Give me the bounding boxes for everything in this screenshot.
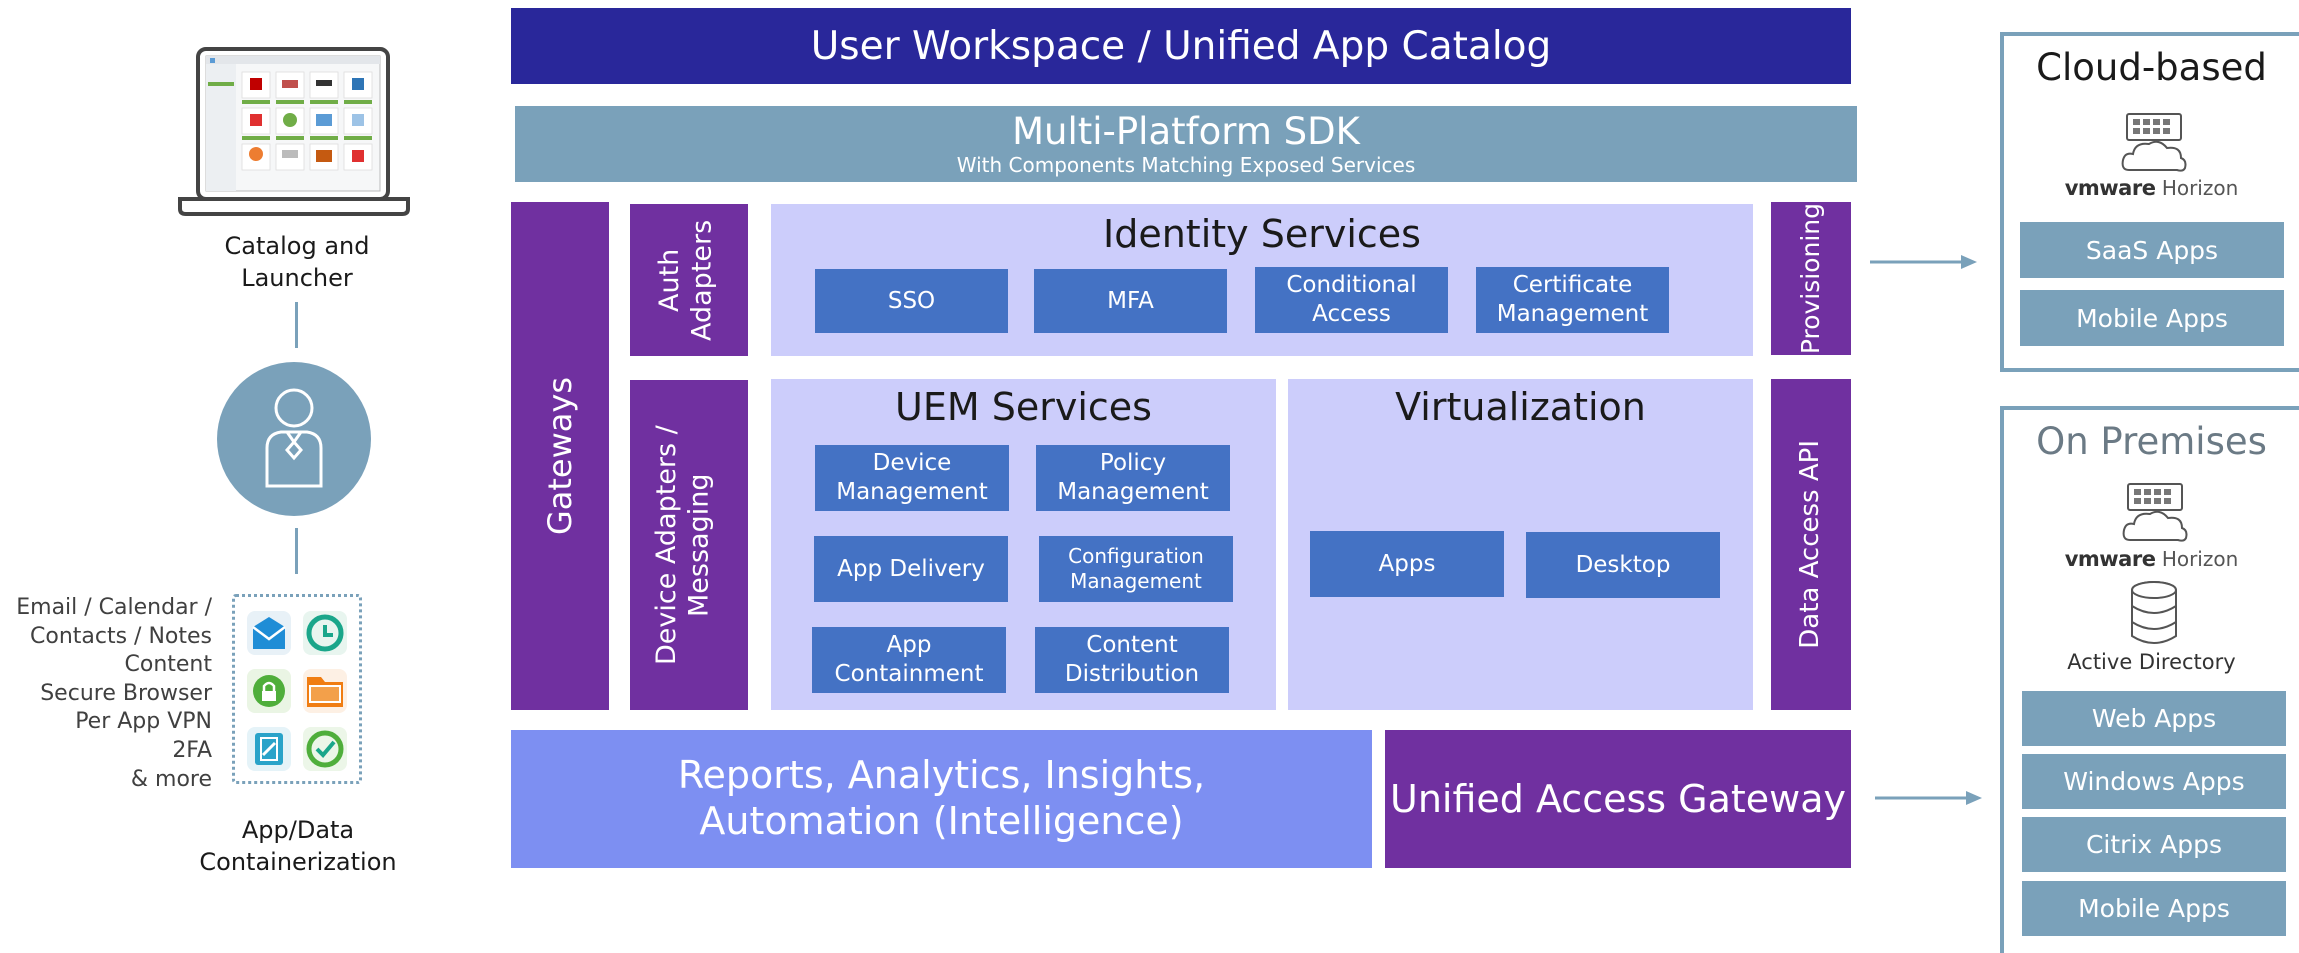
laptop-icon	[178, 47, 410, 216]
identity-services-title: Identity Services	[1103, 212, 1421, 256]
web-apps-label: Web Apps	[2091, 704, 2217, 733]
gateway-arrow-icon	[1875, 791, 1982, 805]
gateways-label: Gateways	[540, 376, 579, 536]
certificate-management-label: Certificate Management	[1496, 272, 1649, 327]
feature-item: Per App VPN	[75, 709, 212, 735]
cloud-mobile-apps-box: Mobile Apps	[2020, 290, 2284, 346]
saas-apps-label: SaaS Apps	[2085, 235, 2219, 265]
feature-item: & more	[130, 766, 212, 792]
workspace-label: User Workspace / Unified App Catalog	[810, 23, 1552, 69]
mfa-box: MFA	[1034, 269, 1227, 333]
virtualization-title: Virtualization	[1395, 385, 1646, 429]
device-management-label: Device Management	[836, 450, 988, 505]
reports-analytics-banner: Reports, Analytics, Insights, Automation…	[511, 730, 1372, 868]
sdk-banner: Multi-Platform SDK With Components Match…	[515, 106, 1857, 182]
sso-box: SSO	[815, 269, 1008, 333]
onprem-vmware-horizon-logo: vmware Horizon	[2004, 547, 2299, 571]
app-delivery-label: App Delivery	[837, 555, 985, 582]
cloud-based-box: Cloud-based vmware Horizon SaaS Apps Mob…	[2000, 32, 2299, 372]
device-management-box: Device Management	[815, 445, 1009, 511]
certificate-management-box: Certificate Management	[1476, 267, 1669, 333]
mfa-label: MFA	[1107, 287, 1154, 314]
cloud-horizon-wordmark: Horizon	[2161, 176, 2239, 200]
on-premises-title: On Premises	[2036, 420, 2267, 463]
gateways-block: Gateways	[511, 202, 609, 710]
connector-line-bottom	[295, 528, 298, 574]
feature-item: Email / Calendar /	[16, 595, 212, 620]
onprem-mobile-apps-box: Mobile Apps	[2022, 881, 2286, 936]
configuration-management-box: Configuration Management	[1039, 536, 1233, 602]
web-apps-box: Web Apps	[2022, 691, 2286, 746]
onprem-vmware-wordmark: vmware	[2064, 547, 2156, 571]
onprem-horizon-wordmark: Horizon	[2161, 547, 2239, 571]
container-apps-box	[232, 594, 362, 784]
feature-item: 2FA	[172, 737, 212, 763]
database-icon	[2131, 581, 2177, 644]
conditional-access-label: Conditional Access	[1286, 272, 1417, 327]
container-features-list: Email / Calendar / Contacts / Notes Cont…	[0, 594, 212, 794]
provisioning-arrow-icon	[1870, 255, 1977, 269]
uem-services-title: UEM Services	[895, 385, 1152, 429]
containerization-label: App/Data Containerization	[199, 816, 397, 876]
content-distribution-box: Content Distribution	[1035, 627, 1229, 693]
citrix-apps-label: Citrix Apps	[2085, 830, 2223, 859]
virtual-desktop-label: Desktop	[1575, 551, 1671, 578]
configuration-management-label: Configuration Management	[1068, 544, 1204, 593]
feature-item: Content	[124, 652, 213, 678]
auth-adapters-label: Auth Adapters	[654, 219, 718, 341]
on-premises-box: On Premises vmware Horizon Active Direct…	[2000, 406, 2299, 953]
virtual-apps-label: Apps	[1378, 550, 1436, 577]
data-access-api-label: Data Access API	[1795, 440, 1826, 649]
connector-line-top	[295, 302, 298, 348]
device-adapters-block: Device Adapters / Messaging	[630, 380, 748, 710]
feature-item: Contacts / Notes	[30, 623, 212, 649]
virtual-apps-box: Apps	[1310, 531, 1504, 597]
app-containment-box: App Containment	[812, 627, 1006, 693]
reports-analytics-label: Reports, Analytics, Insights, Automation…	[677, 753, 1206, 843]
feature-item: Secure Browser	[40, 680, 212, 706]
cloud-server-icon	[2121, 113, 2187, 172]
windows-apps-box: Windows Apps	[2022, 754, 2286, 809]
cloud-vmware-wordmark: vmware	[2064, 176, 2156, 200]
policy-management-box: Policy Management	[1036, 445, 1230, 511]
user-avatar-icon	[217, 362, 371, 516]
sso-label: SSO	[887, 287, 936, 314]
auth-adapters-block: Auth Adapters	[630, 204, 748, 356]
uem-services-panel: UEM Services Device Management Policy Ma…	[771, 379, 1276, 710]
app-delivery-box: App Delivery	[814, 536, 1008, 602]
windows-apps-label: Windows Apps	[2063, 767, 2245, 796]
device-adapters-label: Device Adapters / Messaging	[651, 425, 715, 665]
saas-apps-box: SaaS Apps	[2020, 222, 2284, 278]
provisioning-label: Provisioning	[1796, 202, 1825, 355]
onprem-mobile-apps-label: Mobile Apps	[2078, 894, 2230, 923]
content-distribution-label: Content Distribution	[1064, 632, 1200, 687]
unified-access-gateway-label: Unified Access Gateway	[1390, 777, 1846, 821]
policy-management-label: Policy Management	[1057, 450, 1209, 505]
app-containment-label: App Containment	[834, 632, 984, 687]
data-access-api-block: Data Access API	[1771, 379, 1851, 710]
virtualization-panel: Virtualization Apps Desktop	[1288, 379, 1753, 710]
onprem-server-icon	[2122, 483, 2188, 542]
provisioning-block: Provisioning	[1771, 202, 1851, 355]
active-directory-label: Active Directory	[2067, 650, 2236, 674]
cloud-vmware-horizon-logo: vmware Horizon	[2004, 176, 2299, 200]
unified-access-gateway-block: Unified Access Gateway	[1385, 730, 1851, 868]
cloud-mobile-apps-label: Mobile Apps	[2076, 303, 2228, 333]
container-app-icons	[247, 611, 347, 771]
identity-services-panel: Identity Services SSO MFA Conditional Ac…	[771, 204, 1753, 356]
citrix-apps-box: Citrix Apps	[2022, 817, 2286, 872]
cloud-based-title: Cloud-based	[2036, 46, 2267, 89]
sdk-subtitle: With Components Matching Exposed Service…	[956, 153, 1416, 177]
conditional-access-box: Conditional Access	[1255, 267, 1448, 333]
workspace-banner: User Workspace / Unified App Catalog	[511, 8, 1851, 84]
catalog-launcher-label: Catalog and Launcher	[224, 232, 370, 292]
virtual-desktop-box: Desktop	[1526, 532, 1720, 598]
sdk-title: Multi-Platform SDK	[1012, 110, 1360, 153]
